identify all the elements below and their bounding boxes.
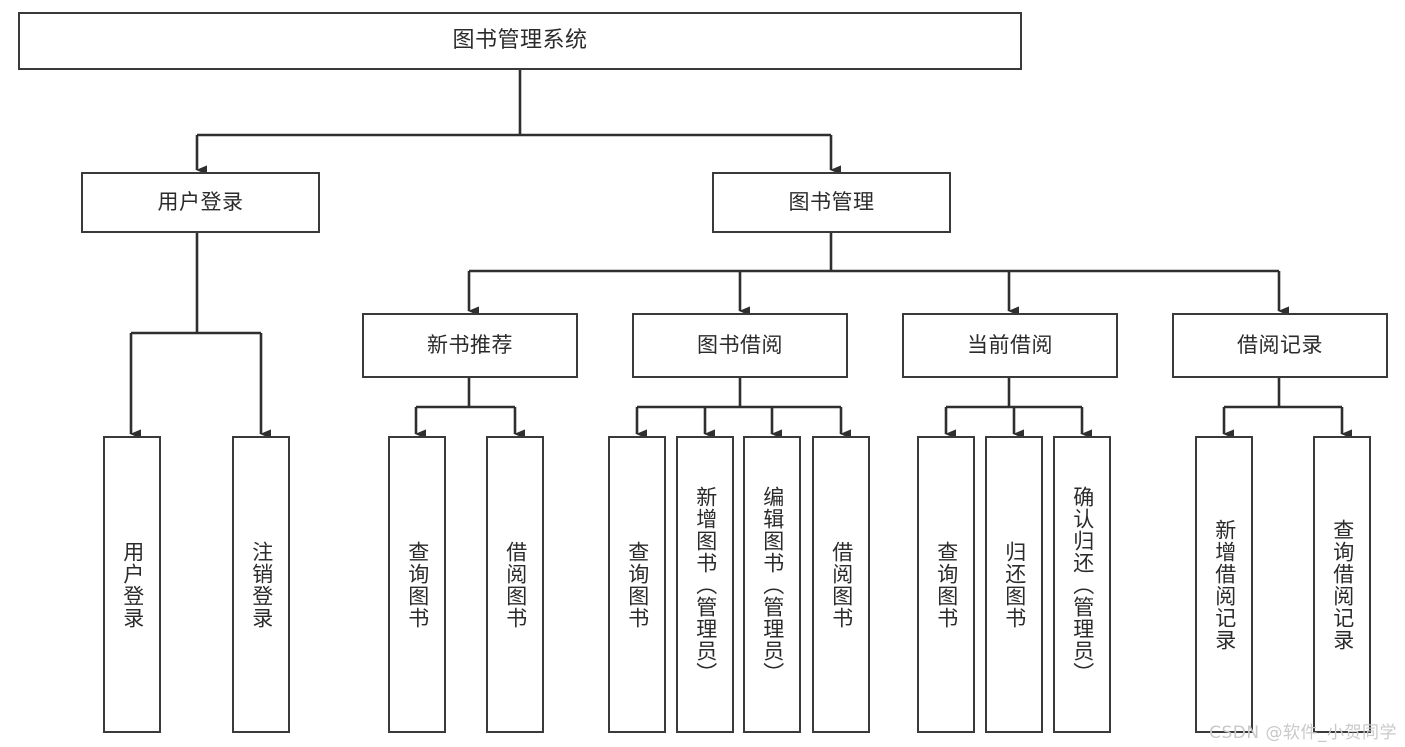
node-label: 新书推荐 xyxy=(427,333,513,358)
node-label: 查询图书 xyxy=(625,540,650,629)
node-label: 借阅图书 xyxy=(503,540,528,629)
leaf-borrow-borrow-book[interactable]: 借阅图书 xyxy=(812,436,870,733)
node-label: 新增图书（管理员） xyxy=(693,485,718,684)
node-label: 当前借阅 xyxy=(967,333,1053,358)
node-current-borrow[interactable]: 当前借阅 xyxy=(902,313,1118,378)
leaf-current-return-book[interactable]: 归还图书 xyxy=(985,436,1043,733)
node-label: 借阅图书 xyxy=(829,540,854,629)
node-label: 查询借阅记录 xyxy=(1330,518,1355,651)
node-label: 编辑图书（管理员） xyxy=(760,485,785,684)
leaf-user-login-login[interactable]: 用户登录 xyxy=(103,436,161,733)
leaf-record-query-record[interactable]: 查询借阅记录 xyxy=(1313,436,1371,733)
leaf-user-login-logout[interactable]: 注销登录 xyxy=(232,436,290,733)
leaf-recommend-borrow-book[interactable]: 借阅图书 xyxy=(486,436,544,733)
node-label: 查询图书 xyxy=(934,540,959,629)
node-new-book-recommend[interactable]: 新书推荐 xyxy=(362,313,578,378)
node-label: 新增借阅记录 xyxy=(1212,518,1237,651)
node-label: 注销登录 xyxy=(249,540,274,629)
node-label: 图书管理系统 xyxy=(452,28,588,54)
node-label: 归还图书 xyxy=(1002,540,1027,629)
node-book-management[interactable]: 图书管理 xyxy=(712,172,951,233)
node-label: 查询图书 xyxy=(405,540,430,629)
node-label: 确认归还（管理员） xyxy=(1070,485,1095,684)
node-label: 图书管理 xyxy=(788,190,875,215)
node-root-system[interactable]: 图书管理系统 xyxy=(18,12,1022,70)
node-user-login[interactable]: 用户登录 xyxy=(81,172,320,233)
leaf-current-query-book[interactable]: 查询图书 xyxy=(917,436,975,733)
node-label: 借阅记录 xyxy=(1237,333,1323,358)
leaf-borrow-add-book[interactable]: 新增图书（管理员） xyxy=(676,436,734,733)
csdn-watermark: CSDN @软件_小贺同学 xyxy=(1209,723,1397,743)
node-label: 用户登录 xyxy=(120,540,145,629)
node-label: 图书借阅 xyxy=(697,333,783,358)
node-book-borrow[interactable]: 图书借阅 xyxy=(632,313,848,378)
node-label: 用户登录 xyxy=(157,190,244,215)
leaf-current-confirm-return[interactable]: 确认归还（管理员） xyxy=(1053,436,1111,733)
leaf-borrow-edit-book[interactable]: 编辑图书（管理员） xyxy=(743,436,801,733)
leaf-recommend-query-book[interactable]: 查询图书 xyxy=(388,436,446,733)
node-borrow-record[interactable]: 借阅记录 xyxy=(1172,313,1388,378)
leaf-record-add-record[interactable]: 新增借阅记录 xyxy=(1195,436,1253,733)
leaf-borrow-query-book[interactable]: 查询图书 xyxy=(608,436,666,733)
